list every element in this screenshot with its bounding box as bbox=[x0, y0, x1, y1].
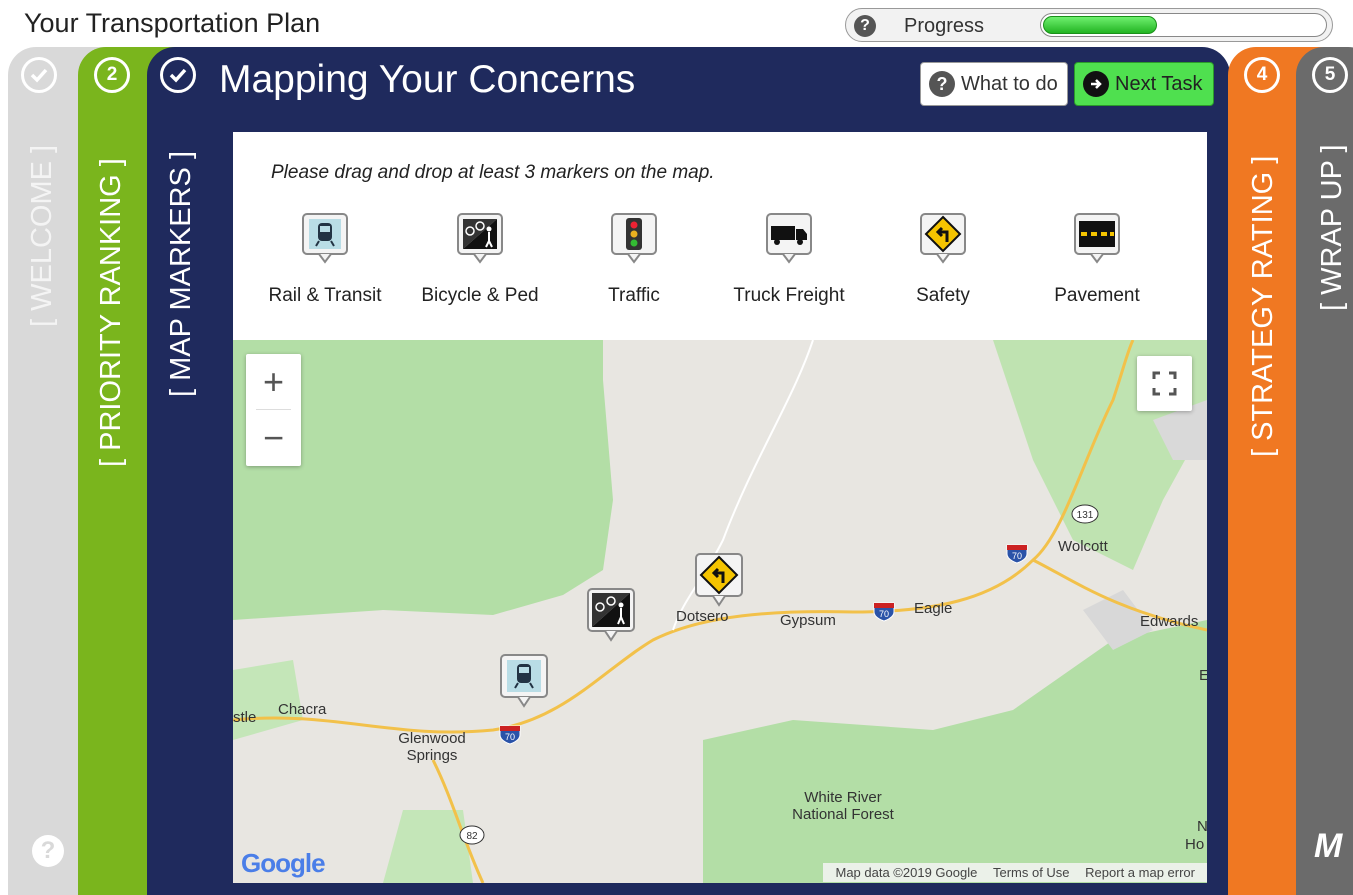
place-ho: Ho bbox=[1185, 836, 1205, 853]
step-label-priority: [ PRIORITY RANKING ] bbox=[95, 158, 127, 467]
what-to-do-button[interactable]: ? What to do bbox=[920, 62, 1068, 106]
check-icon bbox=[160, 57, 196, 93]
step-badge-strategy: 4 bbox=[1244, 57, 1280, 93]
placed-marker-bicycle-ped[interactable] bbox=[586, 587, 636, 643]
place-chacra: Chacra bbox=[278, 701, 327, 718]
page-title: Mapping Your Concerns bbox=[219, 58, 636, 101]
highway-number: 70 bbox=[879, 609, 889, 619]
highway-82-shield: 82 bbox=[459, 825, 485, 845]
marker-rail-transit[interactable]: Rail & Transit bbox=[250, 212, 400, 307]
step-label-map: [ MAP MARKERS ] bbox=[165, 150, 197, 397]
marker-safety[interactable]: Safety bbox=[868, 212, 1018, 307]
progress-help-icon[interactable]: ? bbox=[854, 15, 876, 37]
zoom-control: + − bbox=[246, 354, 301, 466]
highway-number: 131 bbox=[1077, 510, 1094, 521]
zoom-in-button[interactable]: + bbox=[262, 361, 285, 402]
question-icon: ? bbox=[929, 71, 955, 97]
terms-of-use-link[interactable]: Terms of Use bbox=[992, 865, 1070, 880]
app-title: Your Transportation Plan bbox=[24, 8, 321, 38]
highway-i70-shield: 70 bbox=[873, 602, 895, 622]
place-white-river: White River National Forest bbox=[792, 789, 894, 823]
instruction-text: Please drag and drop at least 3 markers … bbox=[271, 162, 715, 183]
step-badge-wrap: 5 bbox=[1312, 57, 1348, 93]
placed-marker-rail-transit[interactable] bbox=[499, 653, 549, 709]
highway-number: 82 bbox=[466, 831, 478, 842]
progress-fill bbox=[1043, 16, 1157, 34]
step-label-wrap: [ WRAP UP ] bbox=[1316, 144, 1348, 311]
progress-bar: ? Progress bbox=[845, 8, 1333, 42]
highway-number: 70 bbox=[505, 732, 515, 742]
step-label-strategy: [ STRATEGY RATING ] bbox=[1247, 155, 1279, 457]
place-dotsero: Dotsero bbox=[676, 608, 729, 625]
place-gypsum: Gypsum bbox=[780, 612, 836, 629]
check-icon bbox=[21, 57, 57, 93]
fullscreen-button[interactable] bbox=[1137, 356, 1192, 411]
highway-i70-shield: 70 bbox=[499, 725, 521, 745]
arrow-right-icon bbox=[1083, 71, 1109, 97]
next-task-label: Next Task bbox=[1115, 72, 1203, 95]
step-wrap-up[interactable]: 5 [ WRAP UP ] M bbox=[1296, 47, 1353, 895]
highway-number: 70 bbox=[1012, 551, 1022, 561]
progress-label: Progress bbox=[904, 15, 985, 37]
place-n: N bbox=[1197, 818, 1207, 835]
logo-icon: M bbox=[1314, 827, 1343, 865]
step-badge-priority: 2 bbox=[94, 57, 130, 93]
place-e: E bbox=[1199, 667, 1207, 684]
marker-label: Truck Freight bbox=[733, 285, 845, 306]
marker-label: Safety bbox=[916, 285, 970, 306]
highway-i70-shield: 70 bbox=[1006, 544, 1028, 564]
place-wolcott: Wolcott bbox=[1058, 538, 1108, 555]
highway-131-shield: 131 bbox=[1071, 504, 1099, 524]
marker-label: Traffic bbox=[608, 285, 660, 306]
marker-truck-freight[interactable]: Truck Freight bbox=[714, 212, 864, 307]
step-label-welcome: [ WELCOME ] bbox=[26, 144, 58, 327]
marker-label: Pavement bbox=[1054, 285, 1140, 306]
road-pavement-icon bbox=[1074, 213, 1120, 264]
zoom-out-button[interactable]: − bbox=[262, 417, 285, 458]
report-error-link[interactable]: Report a map error bbox=[1085, 865, 1195, 880]
marker-bicycle-ped[interactable]: Bicycle & Ped bbox=[405, 212, 555, 307]
truck-icon bbox=[766, 213, 812, 264]
map-data-text: Map data ©2019 Google bbox=[835, 865, 978, 880]
fullscreen-icon bbox=[1152, 371, 1177, 396]
marker-pavement[interactable]: Pavement bbox=[1022, 212, 1172, 307]
map[interactable]: + − Wolcott Eagle Gypsum Dotsero Edwards… bbox=[233, 340, 1207, 883]
content-card: Please drag and drop at least 3 markers … bbox=[233, 132, 1207, 883]
place-edwards: Edwards bbox=[1140, 613, 1199, 630]
place-eagle: Eagle bbox=[914, 600, 953, 617]
help-icon[interactable]: ? bbox=[32, 835, 64, 867]
marker-traffic[interactable]: Traffic bbox=[559, 212, 709, 307]
progress-track bbox=[1040, 13, 1327, 37]
traffic-light-icon bbox=[611, 213, 657, 264]
placed-marker-safety[interactable] bbox=[694, 552, 744, 608]
marker-label: Rail & Transit bbox=[268, 285, 382, 306]
map-attribution: Map data ©2019 Google Terms of Use Repor… bbox=[823, 863, 1207, 882]
bicycle-pedestrian-icon bbox=[457, 213, 503, 264]
place-stle: stle bbox=[233, 709, 257, 726]
what-to-do-label: What to do bbox=[961, 72, 1058, 95]
google-logo: Google bbox=[241, 848, 326, 878]
train-icon bbox=[302, 213, 348, 264]
next-task-button[interactable]: Next Task bbox=[1074, 62, 1214, 106]
zoom-divider bbox=[256, 409, 291, 410]
turn-left-sign-icon bbox=[920, 213, 966, 264]
marker-label: Bicycle & Ped bbox=[421, 285, 539, 306]
place-glenwood-springs: Glenwood Springs bbox=[398, 730, 466, 764]
